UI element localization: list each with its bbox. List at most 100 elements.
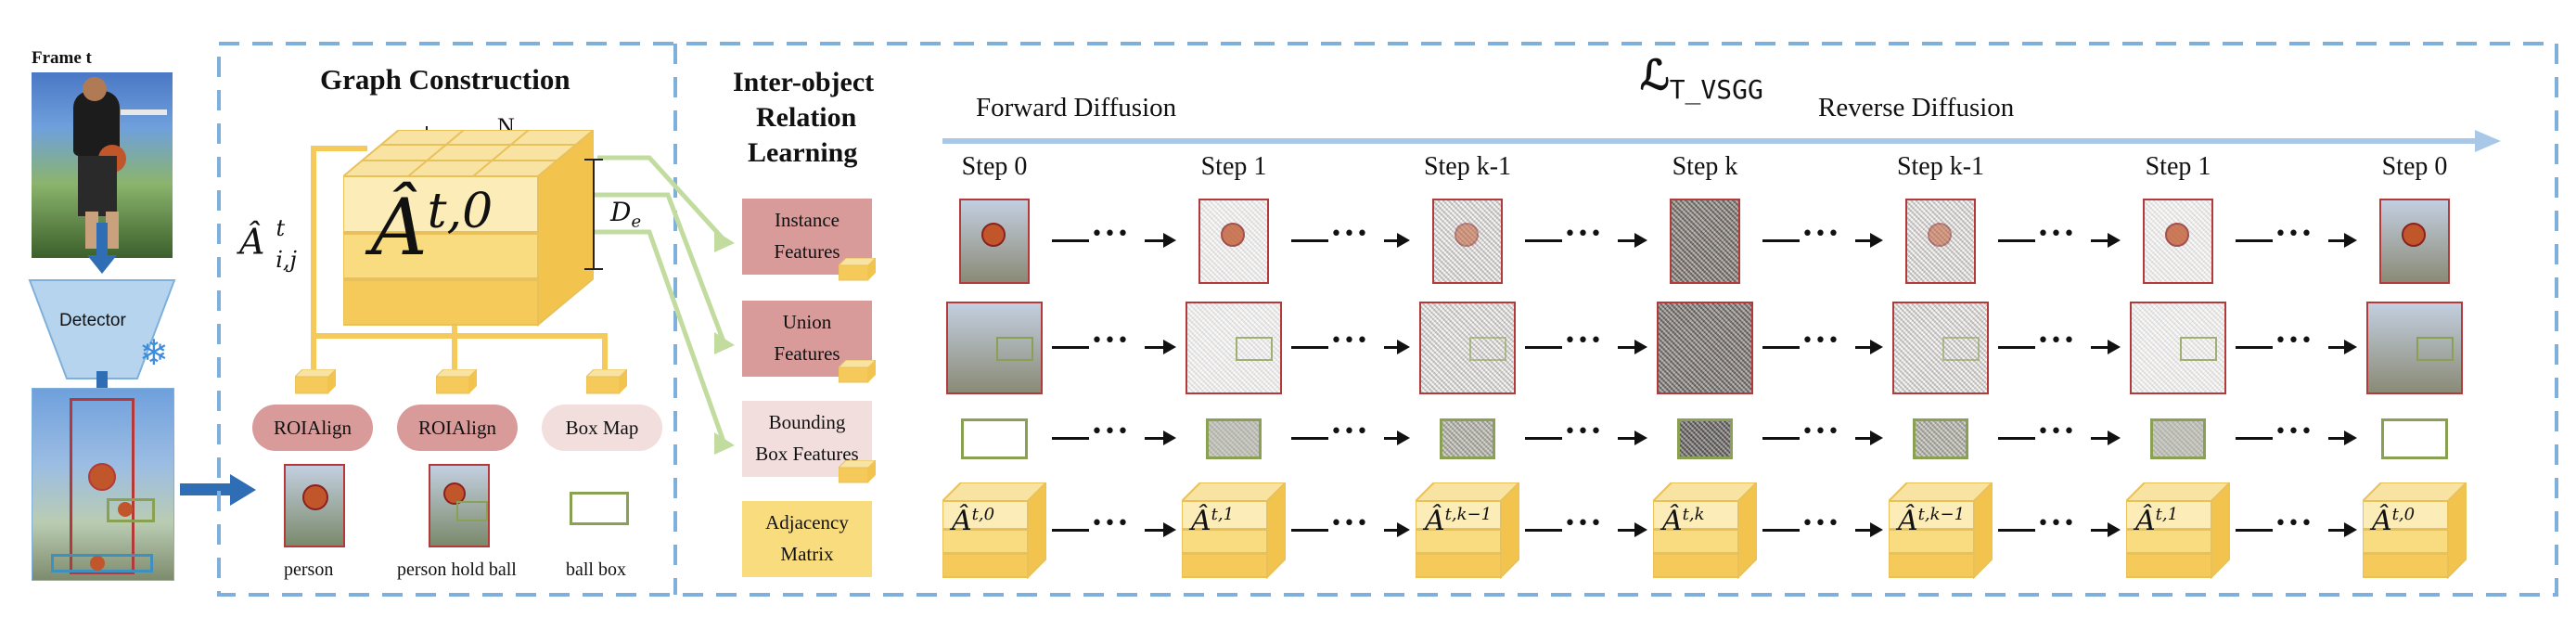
caption-person: person (284, 559, 334, 580)
arrow-dots: ••• (2037, 420, 2076, 444)
arrow-shaft (1762, 239, 1800, 242)
arrow-shaft (2328, 437, 2346, 440)
cube-label-step-6: Ât,0 (2372, 505, 2416, 537)
adjacency-cube-step-3 (1653, 482, 1757, 579)
arrow-dots: ••• (2037, 329, 2076, 353)
arrow-dots: ••• (2275, 512, 2313, 535)
arrow-shaft (1145, 346, 1165, 349)
arrow-shaft (1762, 437, 1800, 440)
arrow-head (2108, 233, 2121, 248)
arrow-head (1397, 233, 1410, 248)
ball-box-mark (996, 337, 1033, 361)
arrow-shaft (1998, 346, 2035, 349)
step-label-2: Step k-1 (1423, 152, 1512, 181)
instance-image-step-0 (959, 199, 1030, 284)
union-image-step-4 (1892, 302, 1989, 394)
box-map-step-6 (2381, 418, 2448, 459)
frame-image (32, 72, 173, 258)
dotted-arrow-r0-c2: ••• (1525, 223, 1647, 254)
arrow-shaft (2091, 529, 2109, 532)
reverse-diffusion-label: Reverse Diffusion (1818, 93, 2015, 122)
small-cube (839, 360, 876, 383)
ball-mark (981, 223, 1006, 247)
arrow-shaft (2236, 437, 2273, 440)
arrow-shaft (1618, 437, 1636, 440)
step-label-4: Step k-1 (1896, 152, 1985, 181)
dotted-arrow-r3-c0: ••• (1052, 512, 1176, 544)
arrow-shaft (2091, 346, 2109, 349)
crop-person (284, 464, 345, 547)
dotted-arrow-r2-c2: ••• (1525, 420, 1647, 452)
arrow-shaft (1145, 437, 1165, 440)
arrow-shaft (1291, 437, 1328, 440)
instance-image-step-1 (1198, 199, 1269, 284)
dotted-arrow-r1-c4: ••• (1998, 329, 2121, 361)
graph-title: Graph Construction (320, 63, 570, 96)
arrow-head (1397, 431, 1410, 445)
small-cube (586, 369, 627, 394)
arrow-shaft (2328, 346, 2346, 349)
cube-label-step-2: Ât,k−1 (1425, 505, 1493, 537)
forward-diffusion-label: Forward Diffusion (976, 93, 1177, 122)
arrow-shaft (2236, 529, 2273, 532)
arrow-shaft (1052, 239, 1089, 242)
step-label-6: Step 0 (2381, 152, 2448, 181)
arrow-head (1634, 233, 1647, 248)
ball-box-mark (1469, 337, 1506, 361)
dotted-arrow-r1-c3: ••• (1762, 329, 1883, 361)
arrow-shaft (1145, 529, 1165, 532)
box-map-step-2 (1440, 418, 1495, 459)
arrow-shaft (1525, 239, 1562, 242)
arrow-shaft (2328, 529, 2346, 532)
arrow-shaft (1762, 346, 1800, 349)
dotted-arrow-r3-c1: ••• (1291, 512, 1410, 544)
adjacency-cube-step-0 (942, 482, 1046, 579)
arrow-shaft (1855, 437, 1872, 440)
arrow-shaft (1618, 529, 1636, 532)
crop-ball-box (570, 492, 629, 525)
arrow-dots: ••• (1801, 329, 1840, 353)
dotted-arrow-r2-c0: ••• (1052, 420, 1176, 452)
crop-person-hold-ball (429, 464, 490, 547)
caption-ball-box: ball box (566, 559, 626, 580)
detection-image (32, 388, 174, 581)
relation-title-line-2: Relation (756, 102, 857, 133)
arrow-frame-to-detector (96, 223, 108, 260)
arrow-shaft (1384, 529, 1399, 532)
arrow-dots: ••• (1564, 420, 1603, 444)
union-image-step-1 (1185, 302, 1282, 394)
cube-label-step-4: Ât,k−1 (1898, 505, 1966, 537)
arrow-shaft (1855, 346, 1872, 349)
arrow-dots: ••• (2275, 329, 2313, 353)
arrow-head (87, 255, 117, 274)
dotted-arrow-r0-c0: ••• (1052, 223, 1176, 254)
dotted-arrow-r3-c5: ••• (2236, 512, 2357, 544)
arrow-shaft (2091, 437, 2109, 440)
arrow-shaft (1998, 437, 2035, 440)
dotted-arrow-r0-c3: ••• (1762, 223, 1883, 254)
union-image-step-0 (946, 302, 1043, 394)
arrow-shaft (1384, 437, 1399, 440)
arrow-head (1870, 340, 1883, 354)
arrow-dots: ••• (1330, 223, 1369, 246)
arrow-shaft (1052, 437, 1089, 440)
dotted-arrow-r0-c4: ••• (1998, 223, 2121, 254)
arrow-head (2108, 340, 2121, 354)
arrow-shaft (1525, 529, 1562, 532)
ball-box-mark (1942, 337, 1980, 361)
ball-box-mark (1236, 337, 1273, 361)
relation-title-line-3: Learning (748, 137, 858, 168)
arrow-head (1634, 431, 1647, 445)
arrow-shaft (1291, 529, 1328, 532)
arrow-shaft (1855, 239, 1872, 242)
ball-mark (2165, 223, 2189, 247)
arrow-head (1397, 340, 1410, 354)
dotted-arrow-r0-c1: ••• (1291, 223, 1410, 254)
arrow-head (1870, 522, 1883, 537)
roialign-button-2: ROIAlign (397, 405, 518, 451)
arrow-dots: ••• (1564, 329, 1603, 353)
dotted-arrow-r3-c4: ••• (1998, 512, 2121, 544)
